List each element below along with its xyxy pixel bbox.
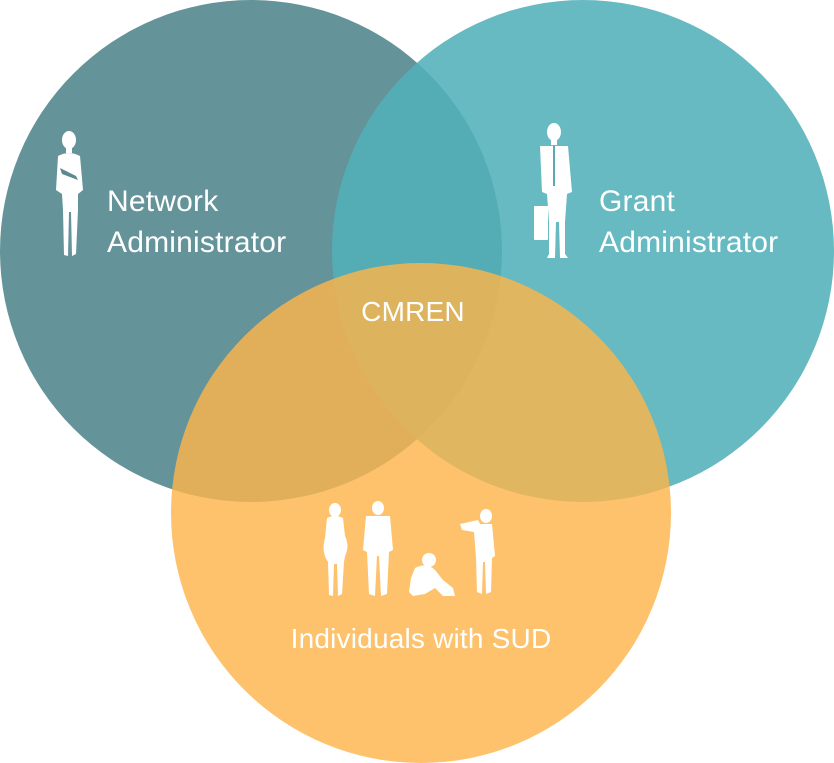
label-network-administrator: Network Administrator bbox=[107, 181, 286, 263]
circle-individuals-with-sud bbox=[171, 263, 671, 763]
soldier-saluting-icon bbox=[460, 509, 495, 594]
label-individuals-with-sud: Individuals with SUD bbox=[290, 623, 552, 654]
label-network-line1: Network bbox=[107, 185, 219, 218]
label-network-line2: Administrator bbox=[107, 226, 287, 259]
man-standing-icon bbox=[363, 501, 393, 596]
label-cmren-intersection: CMREN bbox=[361, 296, 465, 327]
businesswoman-icon bbox=[56, 131, 83, 256]
label-grant-line1: Grant bbox=[599, 185, 676, 218]
label-grant-administrator: Grant Administrator bbox=[599, 181, 778, 263]
label-grant-line2: Administrator bbox=[599, 226, 779, 259]
person-sitting-icon bbox=[409, 553, 455, 596]
businessman-briefcase-icon bbox=[534, 123, 572, 258]
pregnant-woman-icon bbox=[323, 503, 348, 596]
